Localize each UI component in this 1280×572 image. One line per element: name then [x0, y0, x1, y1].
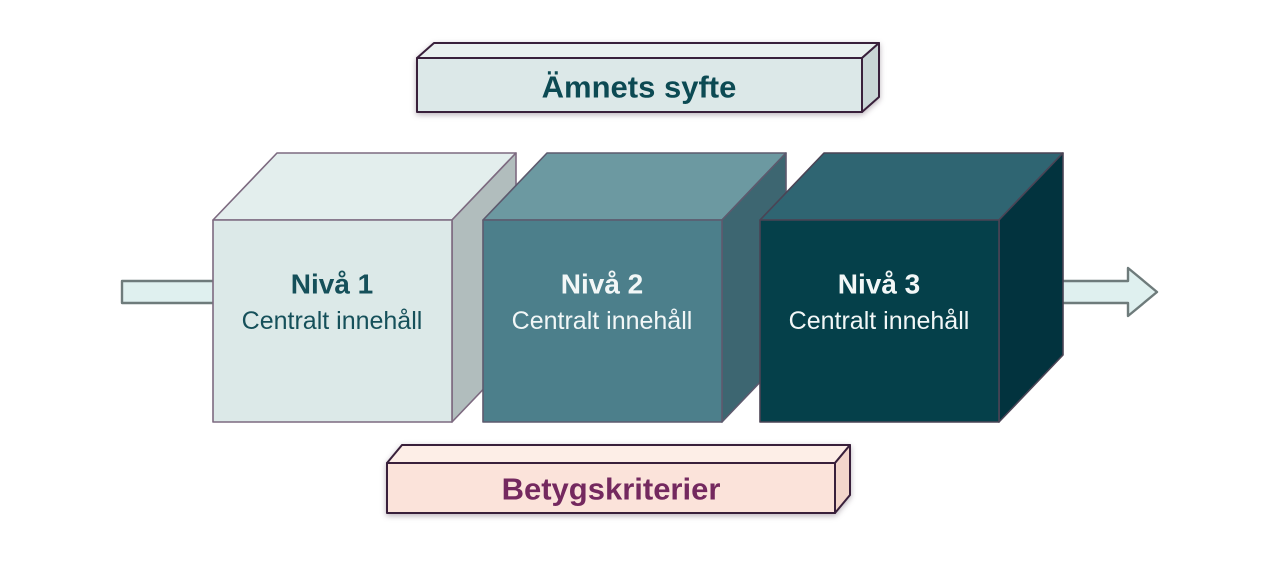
cube-niva-2: Nivå 2 Centralt innehåll	[482, 152, 787, 423]
flow-arrow-left	[120, 279, 220, 305]
betyg-bar-front-face	[386, 462, 836, 514]
syfte-bar: Ämnets syfte	[416, 42, 880, 113]
cube2-front-face	[482, 219, 723, 423]
cube1-title: Nivå 1	[291, 269, 374, 300]
cube1-front-face	[212, 219, 453, 423]
betyg-bar-label: Betygskriterier	[502, 472, 721, 507]
cube3-subtitle: Centralt innehåll	[789, 307, 970, 335]
cube1-subtitle: Centralt innehåll	[242, 307, 423, 335]
cube3-front-face	[759, 219, 1000, 423]
betyg-bar-top-face	[386, 444, 851, 464]
cube2-subtitle: Centralt innehåll	[512, 307, 693, 335]
betyg-bar: Betygskriterier	[386, 444, 851, 514]
cube3-title: Nivå 3	[838, 269, 921, 300]
cube-niva-1: Nivå 1 Centralt innehåll	[212, 152, 517, 423]
cube-niva-3: Nivå 3 Centralt innehåll	[759, 152, 1064, 423]
syfte-bar-label: Ämnets syfte	[542, 70, 737, 105]
cube2-title: Nivå 2	[561, 269, 644, 300]
syfte-bar-top-face	[416, 42, 880, 59]
syfte-bar-front-face	[416, 57, 863, 113]
